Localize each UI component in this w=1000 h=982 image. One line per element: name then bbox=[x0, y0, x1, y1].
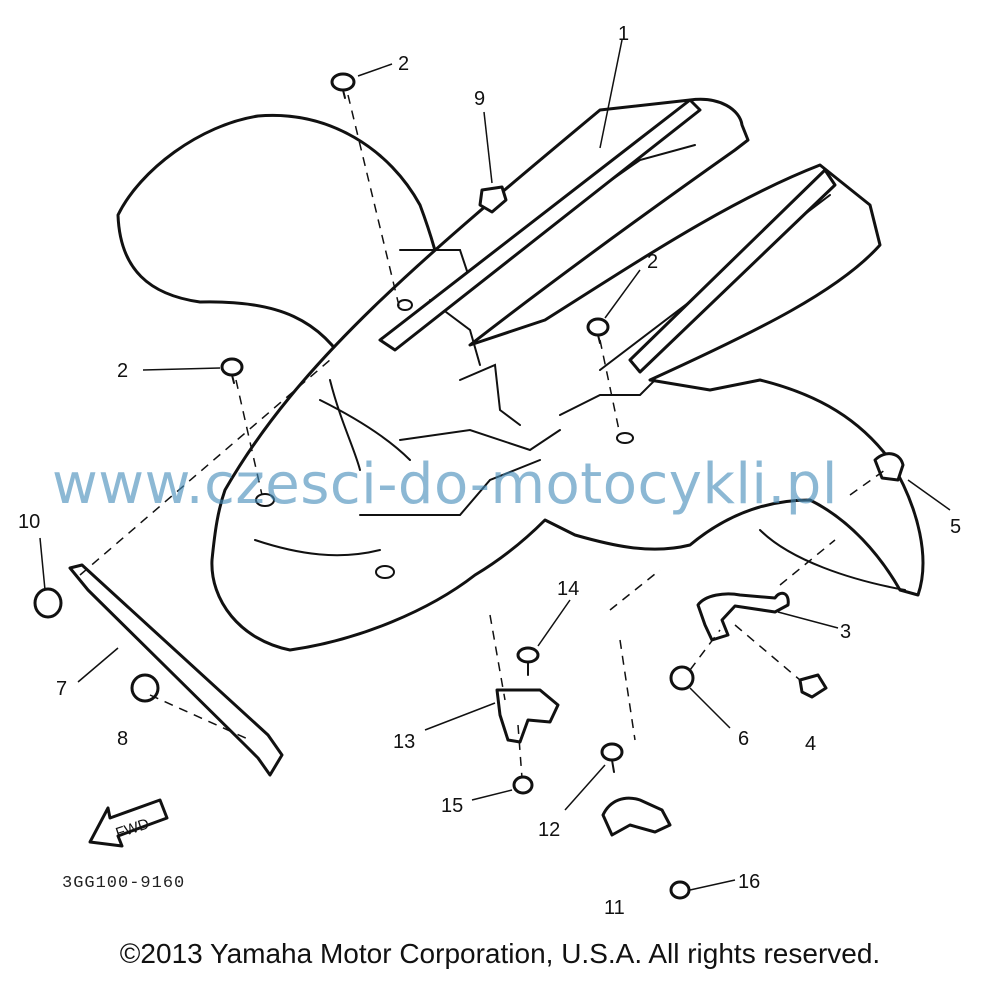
bolt-part-12 bbox=[600, 742, 624, 773]
screw-hole bbox=[375, 565, 395, 579]
leader-line bbox=[599, 39, 623, 149]
bolt-part-14 bbox=[516, 646, 540, 676]
fender-main-body bbox=[210, 97, 925, 652]
screw-hole bbox=[616, 432, 634, 444]
callout-2: 2 bbox=[647, 251, 658, 273]
callout-6: 6 bbox=[738, 728, 749, 750]
leader-line bbox=[424, 702, 496, 731]
screw-hole bbox=[255, 493, 275, 507]
alignment-line bbox=[849, 469, 886, 496]
callout-3: 3 bbox=[840, 621, 851, 643]
callout-15: 15 bbox=[441, 795, 463, 817]
watermark-text: www.czesci-do-motocykli.pl bbox=[52, 452, 838, 517]
callout-2: 2 bbox=[117, 360, 128, 382]
inner-edge bbox=[559, 379, 656, 416]
callout-8: 8 bbox=[117, 728, 128, 750]
fender-left-wing bbox=[116, 113, 447, 372]
callout-11: 11 bbox=[604, 897, 625, 919]
grommet-part-5 bbox=[873, 452, 905, 482]
callout-1: 1 bbox=[618, 23, 629, 45]
plate-part-11 bbox=[601, 796, 672, 837]
drawing-code: 3GG100-9160 bbox=[62, 874, 186, 893]
bracket-part-3 bbox=[696, 591, 790, 642]
nut-part-10 bbox=[33, 587, 63, 619]
inner-edge bbox=[254, 539, 381, 557]
callout-10: 10 bbox=[18, 511, 40, 533]
inner-edge bbox=[319, 399, 411, 461]
leader-line bbox=[142, 367, 221, 371]
screw-part-2-left bbox=[220, 357, 244, 384]
callout-13: 13 bbox=[393, 731, 415, 753]
screw-hole bbox=[397, 299, 413, 311]
alignment-line bbox=[779, 539, 836, 586]
collar-part-6 bbox=[669, 665, 695, 691]
leader-line bbox=[604, 269, 641, 319]
leader-line bbox=[357, 63, 393, 77]
alignment-line bbox=[734, 624, 801, 681]
callout-7: 7 bbox=[56, 678, 67, 700]
callout-12: 12 bbox=[538, 819, 560, 841]
leader-line bbox=[907, 479, 951, 511]
alignment-line bbox=[235, 379, 263, 496]
inner-edge bbox=[329, 379, 361, 471]
inner-edge bbox=[359, 459, 541, 516]
leader-line bbox=[77, 647, 119, 683]
callout-4: 4 bbox=[805, 733, 816, 755]
alignment-line bbox=[149, 694, 251, 741]
leader-line bbox=[483, 111, 493, 184]
alignment-line bbox=[689, 629, 721, 671]
screw-part-2-top bbox=[330, 72, 356, 99]
clip-part-9 bbox=[478, 185, 508, 214]
alignment-line bbox=[609, 569, 661, 611]
leader-line bbox=[689, 687, 731, 729]
alignment-line bbox=[347, 94, 401, 311]
inner-edge bbox=[459, 363, 521, 426]
collar-part-8 bbox=[130, 673, 160, 703]
callout-9: 9 bbox=[474, 88, 485, 110]
nut-part-16 bbox=[669, 880, 691, 900]
bolt-part-4 bbox=[798, 673, 828, 699]
forward-arrow-icon bbox=[88, 798, 169, 848]
nut-part-15 bbox=[512, 775, 534, 795]
inner-edge bbox=[759, 529, 906, 591]
leader-line bbox=[777, 611, 839, 629]
stay-part-7 bbox=[68, 563, 284, 777]
callout-16: 16 bbox=[738, 871, 760, 893]
leader-line bbox=[564, 764, 606, 811]
callout-14: 14 bbox=[557, 578, 579, 600]
alignment-line bbox=[79, 359, 331, 576]
side-rail bbox=[628, 168, 837, 374]
alignment-line bbox=[599, 339, 621, 436]
callout-5: 5 bbox=[950, 516, 961, 538]
alignment-line bbox=[619, 639, 636, 741]
leader-line bbox=[39, 537, 46, 591]
plate-part-13 bbox=[495, 688, 560, 744]
inner-edge bbox=[399, 428, 561, 452]
top-rail-part-1 bbox=[378, 98, 702, 352]
callout-2: 2 bbox=[398, 53, 409, 75]
copyright-notice: ©2013 Yamaha Motor Corporation, U.S.A. A… bbox=[119, 938, 881, 969]
alignment-line bbox=[489, 614, 506, 701]
inner-edge bbox=[399, 249, 471, 281]
leader-line bbox=[471, 789, 513, 801]
leader-line bbox=[537, 599, 571, 647]
alignment-line bbox=[517, 724, 523, 779]
leader-line bbox=[689, 879, 736, 891]
